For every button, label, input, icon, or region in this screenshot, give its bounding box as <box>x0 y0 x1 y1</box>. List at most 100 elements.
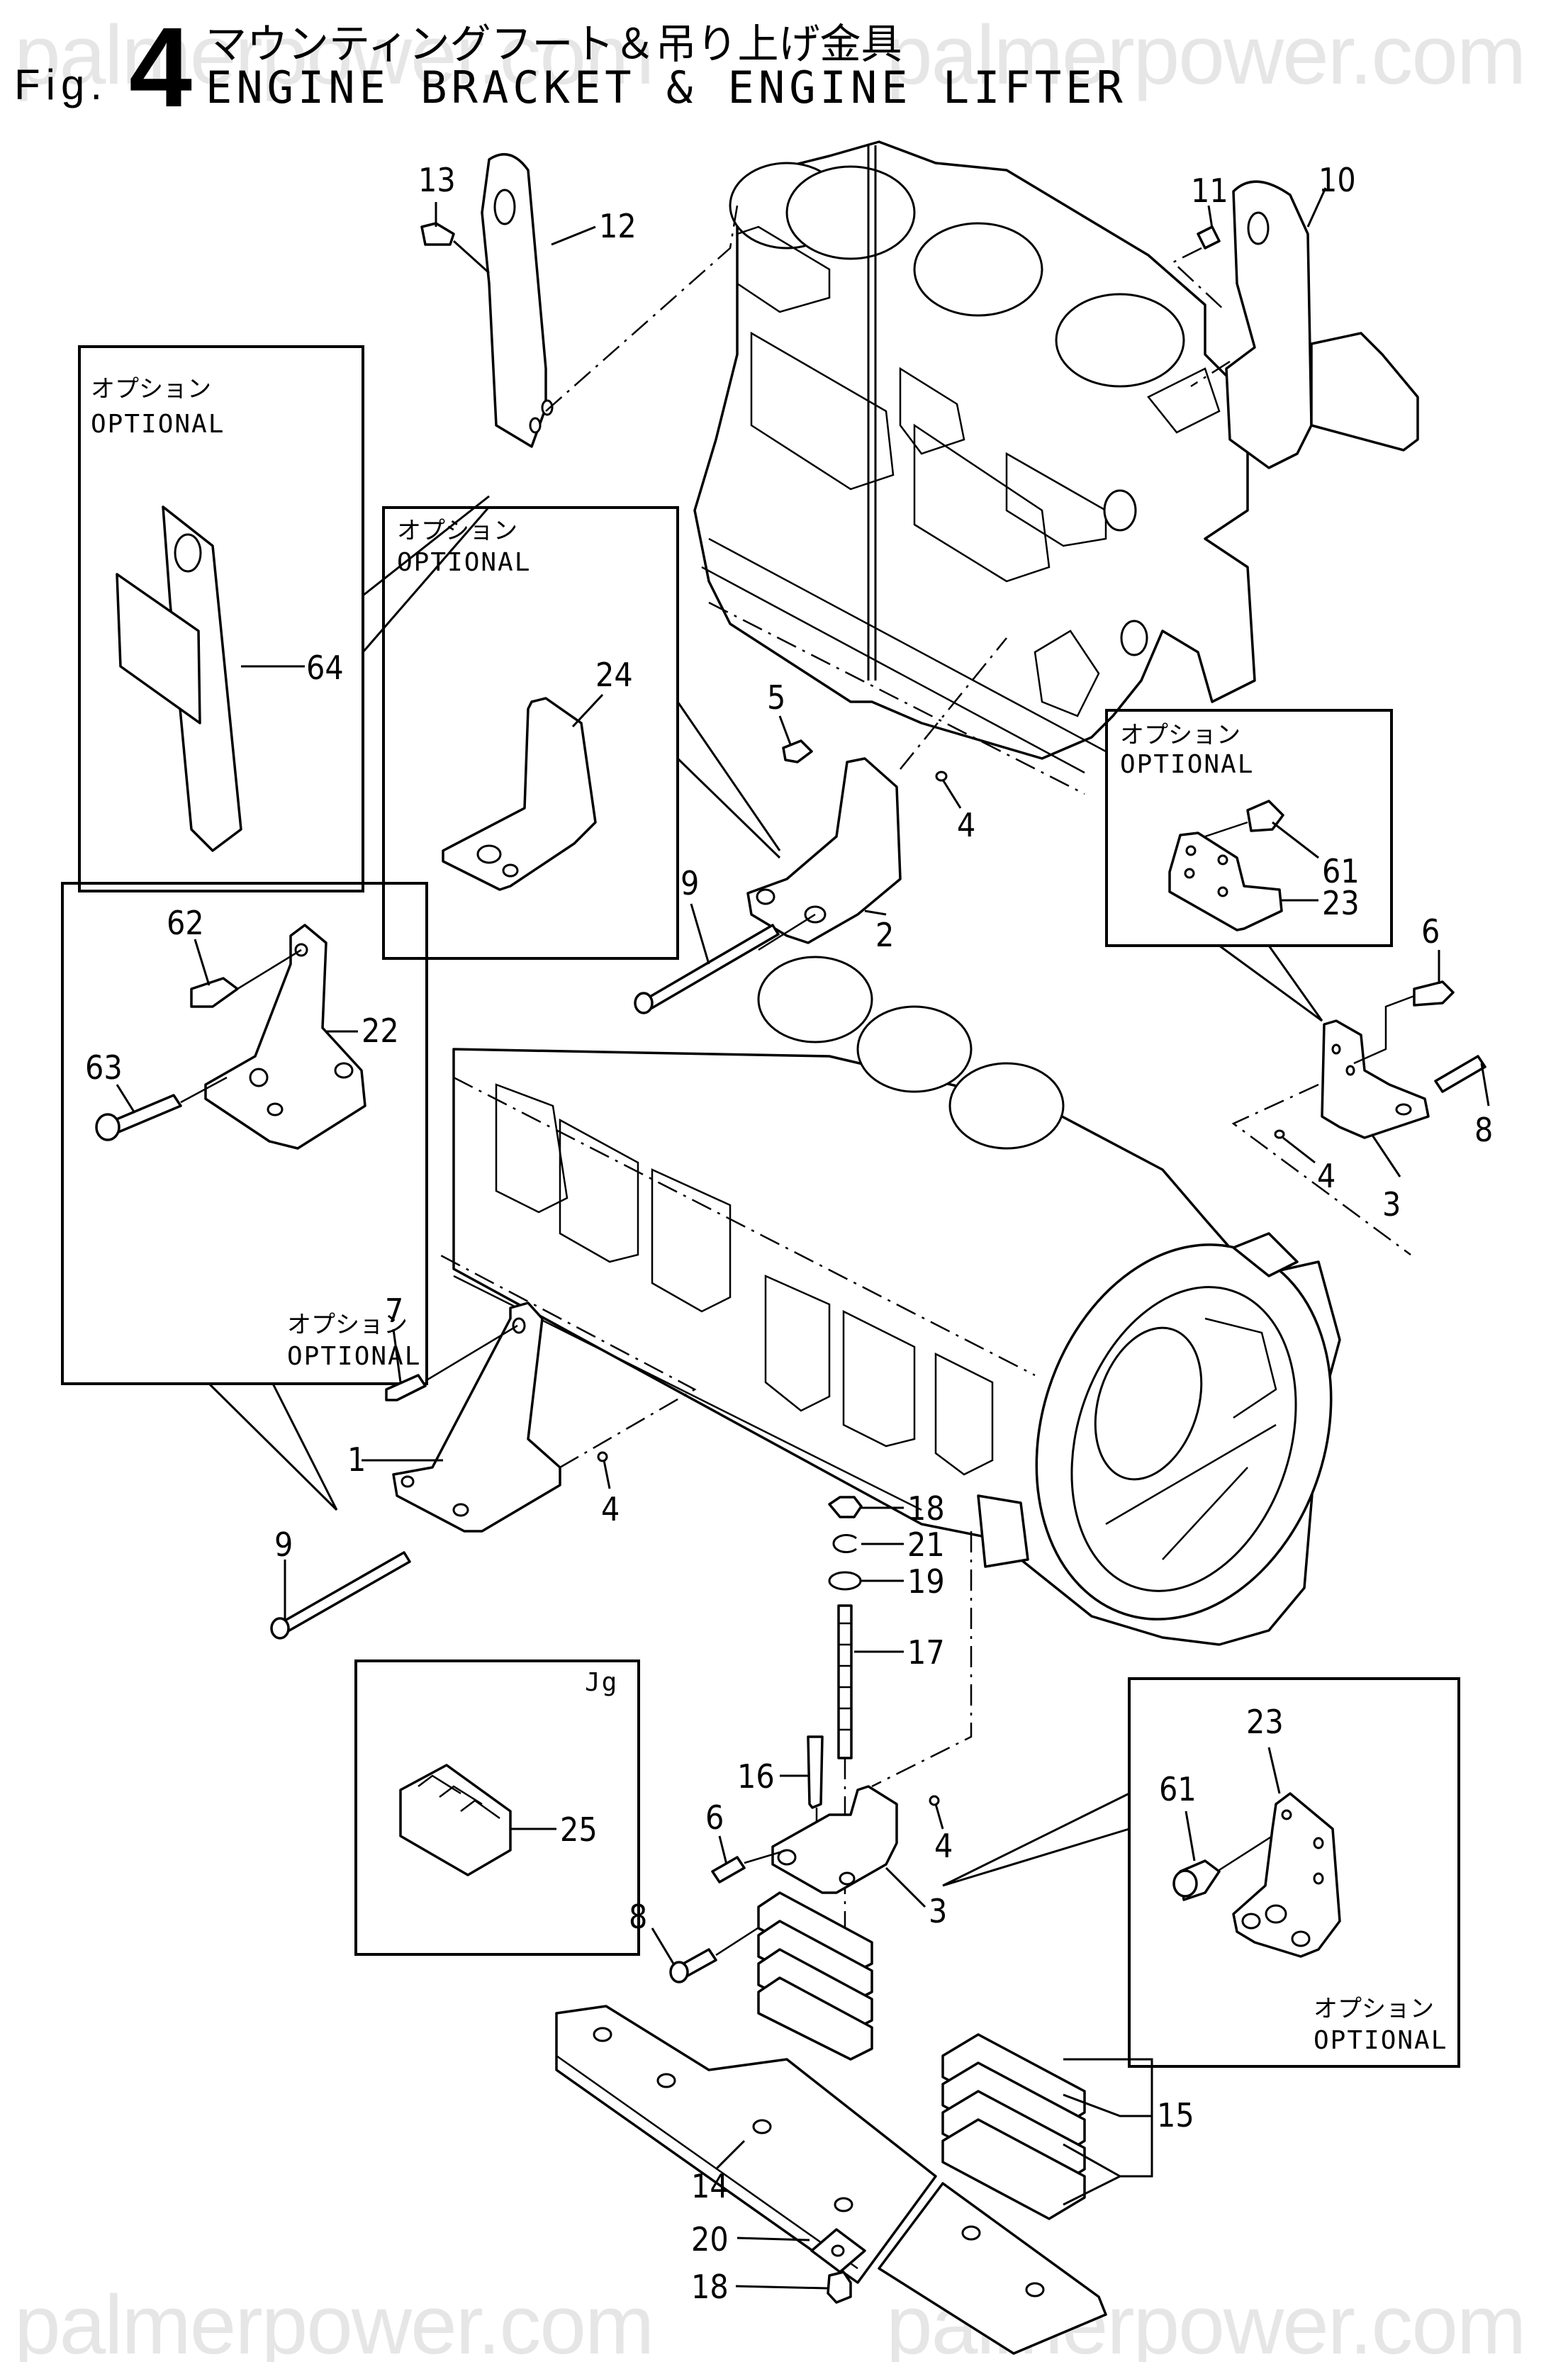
callout-23-top[interactable]: 23 <box>1322 884 1360 922</box>
part-4-pin[interactable] <box>935 771 948 782</box>
fig-number: 4 <box>129 4 192 130</box>
callout-13[interactable]: 13 <box>418 161 456 199</box>
callout-6-lower[interactable]: 6 <box>705 1798 724 1837</box>
part-16-bolt[interactable] <box>807 1735 824 1809</box>
callout-8-lower[interactable]: 8 <box>629 1898 647 1936</box>
callout-22[interactable]: 22 <box>362 1012 399 1050</box>
rear-lifter-group: 10 11 <box>1171 161 1419 469</box>
leader-box61-23 <box>1219 944 1323 1022</box>
callout-20[interactable]: 20 <box>691 2220 729 2259</box>
callout-18-top[interactable]: 18 <box>907 1489 945 1528</box>
callout-63[interactable]: 63 <box>85 1048 123 1087</box>
callout-8-upper[interactable]: 8 <box>1474 1111 1493 1149</box>
bracket-3-lower-group: 3 6 4 8 <box>629 1785 953 2061</box>
part-64-lifter[interactable] <box>162 505 242 852</box>
part-3-bracket-lower[interactable] <box>771 1785 898 1894</box>
part-21-snap-ring[interactable] <box>832 1534 857 1553</box>
option-box-62-22-63: 22 62 63 オプション OPTIONAL <box>61 882 428 1385</box>
callout-15[interactable]: 15 <box>1157 2096 1194 2134</box>
option-box-23-61-bottom: 23 61 オプション OPTIONAL <box>1128 1677 1460 2068</box>
option-label-jp: オプション <box>397 517 517 545</box>
part-11-bolt[interactable] <box>1197 225 1221 250</box>
part-23-bracket-top[interactable] <box>1168 832 1283 931</box>
part-6-bolt-lower[interactable] <box>711 1856 746 1884</box>
callout-7[interactable]: 7 <box>385 1292 403 1330</box>
jg-label: Jg <box>585 1668 618 1697</box>
callout-10[interactable]: 10 <box>1318 161 1356 199</box>
callout-21[interactable]: 21 <box>907 1526 945 1564</box>
part-4-pin-upper[interactable] <box>1274 1129 1285 1139</box>
callout-18-bottom[interactable]: 18 <box>691 2268 729 2306</box>
callout-3-upper[interactable]: 3 <box>1382 1185 1401 1224</box>
callout-64[interactable]: 64 <box>306 649 344 687</box>
part-12-lifter[interactable] <box>481 153 547 448</box>
part-14-plate[interactable] <box>555 2005 937 2284</box>
callout-4a[interactable]: 4 <box>957 806 975 844</box>
watermark-top-left: palmerpower.com <box>14 9 653 102</box>
option-label-jp: オプション <box>287 1311 408 1339</box>
option-box-24: オプション OPTIONAL 24 <box>382 506 679 960</box>
callout-4-lower[interactable]: 4 <box>601 1490 620 1528</box>
part-17-stud[interactable] <box>837 1604 853 1759</box>
part-8-bolt-upper[interactable] <box>1434 1055 1486 1093</box>
part-19-washer[interactable] <box>828 1571 862 1591</box>
callout-24[interactable]: 24 <box>595 656 633 694</box>
bracket-3-upper-group: 6 8 4 3 <box>1231 912 1493 1256</box>
callout-5[interactable]: 5 <box>767 678 785 717</box>
front-lifter-group: 12 13 <box>418 153 739 448</box>
callout-4-bracket3[interactable]: 4 <box>934 1827 953 1865</box>
part-18-nut-bottom[interactable] <box>827 2271 852 2304</box>
callout-61-top[interactable]: 61 <box>1322 852 1360 890</box>
callout-14[interactable]: 14 <box>691 2167 729 2205</box>
leader-box24 <box>676 701 781 859</box>
part-1-bracket[interactable] <box>392 1302 561 1533</box>
watermark-top-right: palmerpower.com <box>886 9 1525 102</box>
callout-11[interactable]: 11 <box>1191 172 1228 210</box>
part-13-bolt[interactable] <box>420 222 455 246</box>
bracket-1-group: 1 7 4 9 <box>270 1253 697 1640</box>
bracket-2-group: 5 4 2 9 <box>634 637 1007 1014</box>
part-15-shim[interactable] <box>941 2118 1086 2220</box>
part-24-bracket[interactable] <box>442 697 597 891</box>
callout-12[interactable]: 12 <box>599 207 637 245</box>
part-23-bracket-bottom[interactable] <box>1232 1792 1341 1958</box>
callout-61-bottom[interactable]: 61 <box>1159 1770 1197 1808</box>
leader-box62 <box>208 1382 338 1511</box>
callout-6-upper[interactable]: 6 <box>1421 912 1440 951</box>
part-3-bracket-upper[interactable] <box>1321 1019 1430 1139</box>
callout-9a[interactable]: 9 <box>681 864 699 902</box>
option-label-jp: オプション <box>1120 721 1241 749</box>
upper-engine-block <box>693 140 1256 795</box>
callout-3-lower[interactable]: 3 <box>929 1892 947 1930</box>
figure-header: Fig. 4 マウンティングフート＆吊り上げ金具 ENGINE BRACKET … <box>14 4 1123 130</box>
callout-19[interactable]: 19 <box>907 1562 945 1601</box>
callout-23-bottom[interactable]: 23 <box>1246 1703 1284 1741</box>
part-4-pin-lower[interactable] <box>597 1451 608 1462</box>
part-62-bolt[interactable] <box>190 977 239 1008</box>
part-25-block[interactable] <box>399 1764 512 1876</box>
part-7-bolt[interactable] <box>385 1374 427 1401</box>
callout-17[interactable]: 17 <box>907 1633 945 1672</box>
callout-2[interactable]: 2 <box>875 916 894 954</box>
title-japanese: マウンティングフート＆吊り上げ金具 <box>206 20 902 68</box>
part-4-pin-bracket3[interactable] <box>929 1795 940 1806</box>
part-5-bolt[interactable] <box>782 739 813 763</box>
part-2-bracket[interactable] <box>746 757 902 944</box>
option-label-en: OPTIONAL <box>397 548 531 577</box>
callout-9b[interactable]: 9 <box>274 1526 293 1564</box>
part-9-bolt-lower[interactable] <box>279 1551 411 1634</box>
callout-1[interactable]: 1 <box>347 1440 366 1479</box>
part-22-bracket[interactable] <box>204 924 366 1150</box>
part-14-plate-extension[interactable] <box>878 2182 1107 2355</box>
part-18-nut-top[interactable] <box>828 1496 863 1518</box>
watermark-bottom-left: palmerpower.com <box>14 2278 653 2362</box>
callout-62[interactable]: 62 <box>167 904 204 942</box>
callout-4-upper[interactable]: 4 <box>1317 1157 1335 1195</box>
part-10-lifter[interactable] <box>1225 180 1313 469</box>
jg-box: Jg 25 <box>354 1659 640 1956</box>
callout-25[interactable]: 25 <box>560 1810 598 1849</box>
option-label-en: OPTIONAL <box>1314 2026 1447 2055</box>
callout-16[interactable]: 16 <box>737 1757 775 1796</box>
option-box-61-23-top: オプション OPTIONAL 61 23 <box>1105 709 1393 947</box>
part-6-bolt-upper[interactable] <box>1413 980 1455 1007</box>
